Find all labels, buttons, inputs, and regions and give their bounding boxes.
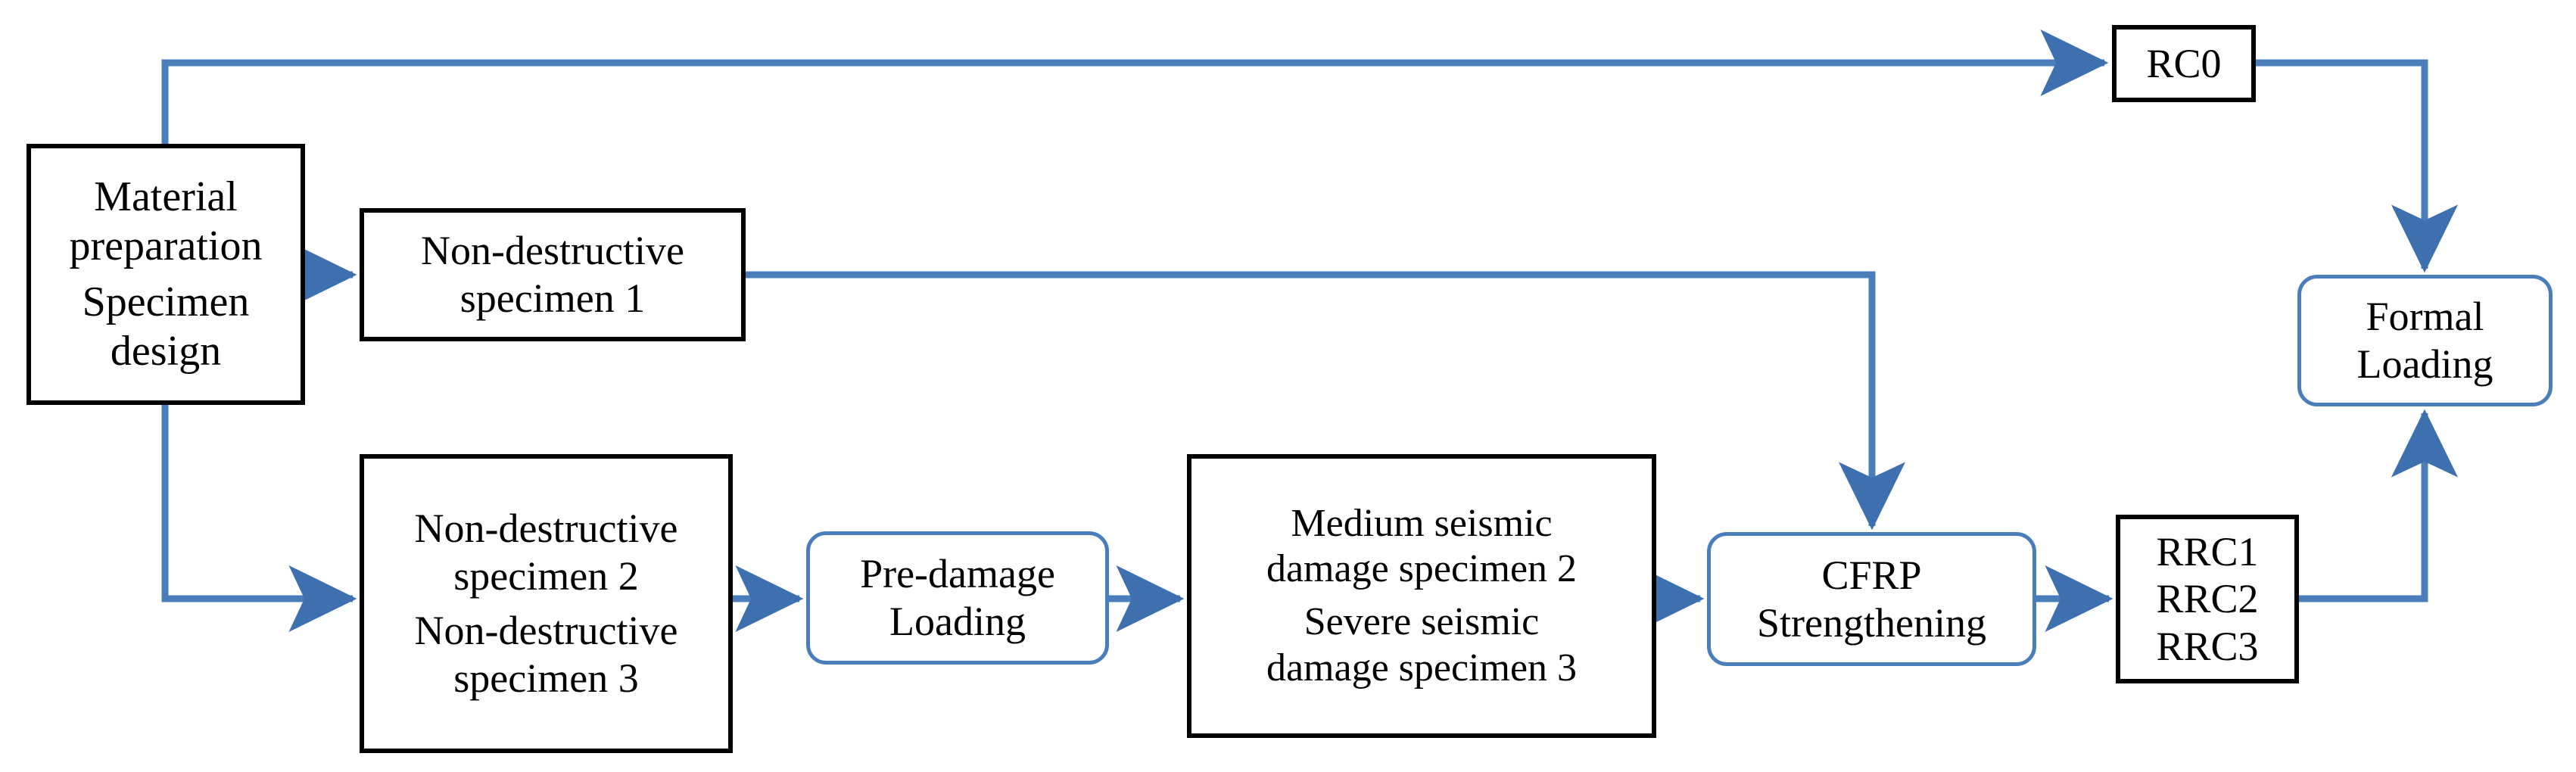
node-label-line: Loading	[889, 599, 1026, 644]
node-label-line: specimen 3	[453, 655, 639, 702]
node-label-line: Pre-damage	[860, 551, 1055, 597]
node-rc0[interactable]: RC0	[2112, 25, 2256, 102]
node-label-line: Formal	[2366, 294, 2484, 340]
edge-material-to-rc0	[161, 29, 2109, 145]
node-label-line: specimen 2	[453, 553, 639, 599]
node-label-line: Non-destructive	[414, 608, 678, 654]
node-label-line: Severe seismic	[1304, 600, 1540, 644]
node-rrc-specimens[interactable]: RRC1 RRC2 RRC3	[2116, 515, 2299, 683]
node-label-line: Medium seismic	[1291, 501, 1553, 545]
node-label-line: RRC3	[2156, 623, 2259, 669]
edge-nd1-to-cfrp	[746, 271, 1906, 531]
node-nondestructive-specimen-2-3[interactable]: Non-destructive specimen 2 Non-destructi…	[360, 454, 733, 753]
node-label-line: damage specimen 3	[1266, 646, 1578, 690]
node-seismic-damage-specimens[interactable]: Medium seismic damage specimen 2 Severe …	[1187, 454, 1656, 738]
node-label-line: specimen 1	[459, 275, 646, 321]
node-label-line: CFRP	[1821, 552, 1922, 598]
node-label-line: preparation	[69, 222, 263, 269]
node-label-line: Specimen	[82, 279, 250, 326]
node-pre-damage-loading[interactable]: Pre-damage Loading	[806, 531, 1109, 665]
node-label-line: RRC2	[2156, 576, 2259, 622]
node-material-preparation[interactable]: Material preparation Specimen design	[26, 144, 305, 405]
node-label-line: RC0	[2146, 40, 2222, 86]
node-formal-loading[interactable]: Formal Loading	[2297, 275, 2553, 406]
node-label-line: Non-destructive	[414, 506, 678, 552]
node-label-line: Non-destructive	[421, 228, 684, 274]
node-label-line: damage specimen 2	[1266, 547, 1578, 591]
edge-rc0-to-formal	[2256, 59, 2459, 273]
node-label-line: design	[110, 328, 222, 375]
node-nondestructive-specimen-1[interactable]: Non-destructive specimen 1	[360, 208, 746, 341]
node-label-line: Loading	[2356, 341, 2493, 387]
edge-material-to-nd23	[161, 405, 357, 633]
node-label-line: Strengthening	[1757, 599, 1986, 646]
node-label-line: RRC1	[2156, 528, 2259, 574]
node-label-line: Material	[94, 173, 238, 220]
edge-rrc-to-formal	[2299, 409, 2459, 602]
node-cfrp-strengthening[interactable]: CFRP Strengthening	[1707, 532, 2036, 666]
